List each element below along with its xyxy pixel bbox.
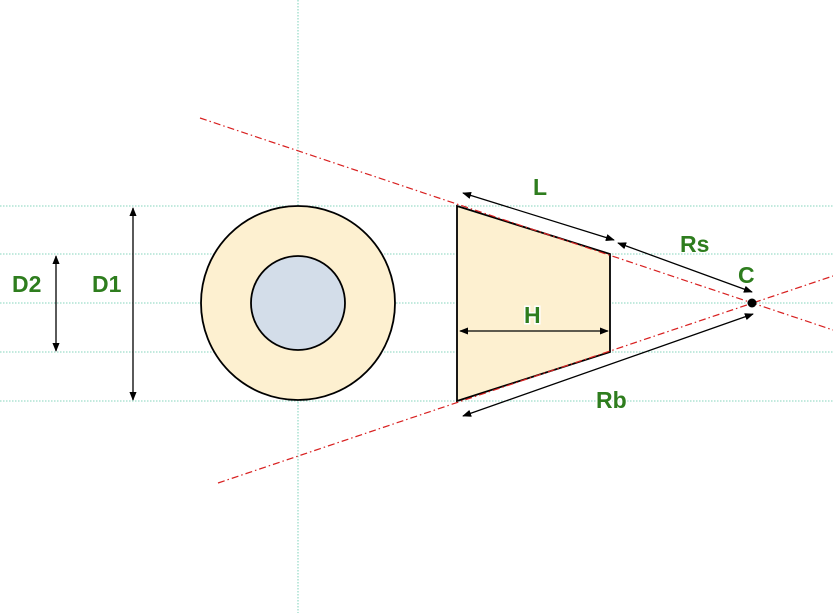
inner-circle xyxy=(250,255,346,351)
rs-label: Rs xyxy=(680,231,709,257)
rb-label: Rb xyxy=(596,387,627,413)
h-label: H xyxy=(524,302,541,328)
rb-dimension-arrow xyxy=(462,313,754,417)
c-label: C xyxy=(738,262,755,288)
d2-label: D2 xyxy=(12,271,41,297)
apex-point xyxy=(747,298,757,308)
d1-label: D1 xyxy=(92,271,122,297)
l-label: L xyxy=(533,174,547,200)
l-dimension-arrow xyxy=(462,191,615,242)
rs-dimension-arrow xyxy=(617,242,753,293)
dimension-labels: D2 D1 L Rs C H Rb xyxy=(11,173,757,415)
dimension-arrows xyxy=(52,191,754,417)
